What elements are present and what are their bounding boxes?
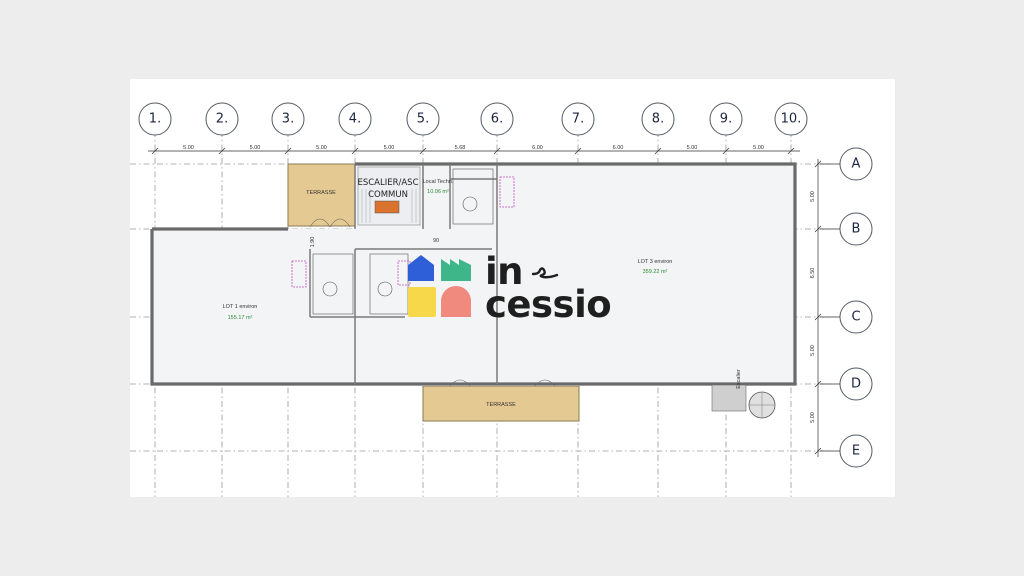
col-bubble-label: 5. bbox=[417, 112, 429, 127]
terrasse-bottom bbox=[422, 385, 580, 422]
col-bubble-label: 6. bbox=[491, 112, 503, 127]
floor-plan: 5.00 5.00 5.00 5.00 5.68 6.00 6.00 5.00 5.00 5.00… bbox=[130, 102, 873, 497]
room-local-techn-area: 10.06 m² bbox=[427, 189, 449, 195]
row-dim-label: 5.00 bbox=[810, 345, 816, 356]
row-bubble-label: D bbox=[851, 377, 861, 392]
logo-swirl-icon bbox=[531, 267, 559, 279]
dim-tick bbox=[419, 147, 427, 155]
dim-tick bbox=[814, 380, 822, 388]
room-lot1: LOT 1 environ bbox=[223, 304, 258, 310]
grid-bubbles: 1. 2. 3. 4. 5. 6. 7. 8. 9. 10. A B C D E bbox=[138, 102, 873, 468]
col-dim-label: 5.00 bbox=[316, 145, 327, 151]
col-bubble: 6. bbox=[480, 102, 514, 136]
col-bubble: 7. bbox=[561, 102, 595, 136]
dim-tick bbox=[493, 147, 501, 155]
col-dim-label: 5.68 bbox=[455, 145, 466, 151]
dim-tick bbox=[814, 313, 822, 321]
col-bubble-label: 3. bbox=[282, 112, 294, 127]
terrasse-top bbox=[287, 163, 356, 227]
room-escalier-line1: ESCALIER/ASC bbox=[357, 178, 418, 188]
logo-mark-icon bbox=[408, 255, 471, 317]
col-dim-label: 5.00 bbox=[687, 145, 698, 151]
room-lot1-area: 155.17 m² bbox=[228, 315, 253, 321]
dim-tick bbox=[574, 147, 582, 155]
room-escalier-line2: COMMUN bbox=[368, 190, 408, 200]
col-bubble: 3. bbox=[271, 102, 305, 136]
dim-tick bbox=[722, 147, 730, 155]
col-bubble-label: 8. bbox=[652, 112, 664, 127]
room-lot3: LOT 3 environ bbox=[638, 259, 673, 265]
row-bubble: A bbox=[820, 147, 873, 181]
col-bubble: 4. bbox=[338, 102, 372, 136]
col-dim-label: 5.00 bbox=[183, 145, 194, 151]
dim-tick bbox=[814, 160, 822, 168]
dim-tick bbox=[218, 147, 226, 155]
col-bubble-label: 10. bbox=[781, 112, 802, 127]
col-bubble: 2. bbox=[205, 102, 239, 136]
row-bubble: C bbox=[820, 300, 873, 334]
col-bubble-label: 2. bbox=[216, 112, 228, 127]
row-dim-label: 6.50 bbox=[810, 268, 816, 279]
dim-tick bbox=[284, 147, 292, 155]
row-bubble-label: C bbox=[851, 310, 860, 325]
logo-word-in: in bbox=[485, 250, 524, 293]
col-bubble-label: 9. bbox=[720, 112, 732, 127]
escalier-exterieur bbox=[711, 384, 747, 412]
col-bubble-label: 7. bbox=[572, 112, 584, 127]
dim-tick bbox=[351, 147, 359, 155]
col-bubble: 10. bbox=[774, 102, 808, 136]
elevator bbox=[374, 200, 400, 214]
row-dim-label: 5.00 bbox=[810, 191, 816, 202]
col-dim-label: 5.00 bbox=[384, 145, 395, 151]
col-dim-label: 6.00 bbox=[532, 145, 543, 151]
room-local-techn: Local Techn. bbox=[423, 179, 454, 185]
room-terrasse-top: TERRASSE bbox=[306, 190, 336, 196]
col-bubble: 5. bbox=[406, 102, 440, 136]
incessio-logo: in cessio bbox=[405, 253, 625, 323]
row-bubble-label: B bbox=[852, 222, 861, 237]
col-dim-label: 6.00 bbox=[613, 145, 624, 151]
room-terrasse-bottom: TERRASSE bbox=[486, 402, 516, 408]
col-bubble-label: 4. bbox=[349, 112, 361, 127]
row-bubble: E bbox=[820, 434, 873, 468]
logo-word-cessio: cessio bbox=[485, 283, 612, 326]
row-dim-label: 5.00 bbox=[810, 412, 816, 423]
floor-fill bbox=[152, 164, 795, 386]
dim-small-2: 90 bbox=[433, 238, 439, 244]
dim-tick bbox=[787, 147, 795, 155]
dim-small: 1.90 bbox=[310, 237, 316, 248]
row-bubble-label: A bbox=[852, 157, 861, 172]
row-bubble: B bbox=[820, 212, 873, 246]
col-dim-label: 5.00 bbox=[250, 145, 261, 151]
plan-sheet: 5.00 5.00 5.00 5.00 5.68 6.00 6.00 5.00 5.00 5.00… bbox=[130, 79, 895, 497]
dim-tick bbox=[654, 147, 662, 155]
col-bubble: 8. bbox=[641, 102, 675, 136]
dim-tick bbox=[151, 147, 159, 155]
stair-block bbox=[357, 166, 421, 226]
col-bubble: 1. bbox=[138, 102, 172, 136]
dim-tick bbox=[814, 447, 822, 455]
room-lot3-area: 359.22 m² bbox=[643, 269, 668, 275]
col-bubble: 9. bbox=[709, 102, 743, 136]
dim-tick bbox=[814, 225, 822, 233]
row-bubble-label: E bbox=[852, 444, 860, 459]
col-bubble-label: 1. bbox=[149, 112, 161, 127]
building-outline bbox=[150, 162, 797, 422]
col-dim-label: 5.00 bbox=[753, 145, 764, 151]
dimension-lines: 5.00 5.00 5.00 5.00 5.68 6.00 6.00 5.00 5.00 5.00… bbox=[148, 145, 822, 457]
room-escalier-ext: Escalier bbox=[736, 369, 742, 389]
row-bubble: D bbox=[820, 367, 873, 401]
